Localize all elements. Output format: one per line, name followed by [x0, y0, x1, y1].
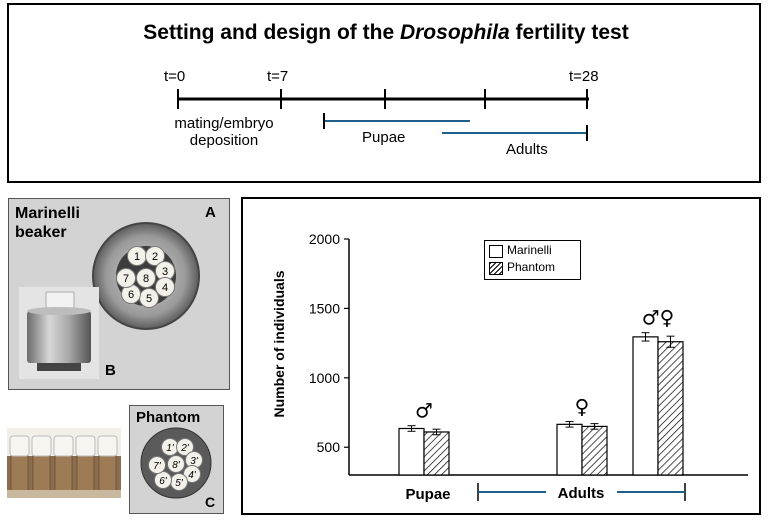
bar-marinelli	[632, 336, 659, 476]
phantom-photo-panel: Phantom 1' 2'3' 4' 5' 6' 7' 8' C	[129, 405, 224, 514]
capsule-number: 7'	[153, 461, 162, 472]
vial-cap	[31, 435, 52, 457]
capsule-number: 2'	[180, 443, 190, 454]
x-label-pupae: Pupae	[405, 486, 450, 503]
vial-cap	[9, 435, 30, 457]
vial	[54, 453, 73, 493]
y-tick-label: 500	[317, 439, 341, 455]
sample-capsule	[136, 268, 156, 288]
sex-symbol: ♂	[415, 399, 433, 423]
panel-letter-a: A	[205, 204, 216, 221]
timeline-panel: Setting and design of the Drosophila fer…	[7, 3, 761, 183]
label-adults: Adults	[506, 141, 548, 158]
bar-phantom	[657, 341, 684, 476]
y-tick-label: 2000	[309, 231, 340, 247]
sample-capsule	[183, 465, 201, 483]
sample-capsule	[116, 268, 136, 288]
legend-label-marinelli: Marinelli	[507, 243, 552, 257]
y-tick-label: 1500	[309, 300, 340, 316]
bar-marinelli	[398, 427, 425, 476]
phantom-title: Phantom	[136, 409, 201, 426]
vials-photo	[7, 428, 121, 498]
bar-phantom	[423, 431, 450, 476]
vial	[98, 453, 117, 493]
timeline-diagram	[177, 89, 589, 141]
capsule-number: 6	[128, 289, 134, 301]
capsule-number: 4'	[188, 470, 197, 481]
phantom-top-view: 1' 2'3' 4' 5' 6' 7' 8'	[140, 427, 212, 499]
y-tick-label: 1000	[309, 370, 340, 386]
capsule-number: 5'	[175, 478, 184, 489]
figure-title: Setting and design of the Drosophila fer…	[143, 21, 629, 44]
legend-swatch-marinelli	[489, 245, 503, 258]
capsule-number: 7	[123, 273, 129, 285]
legend-label-phantom: Phantom	[507, 260, 556, 274]
y-axis-label: Number of individuals	[271, 270, 287, 418]
capsule-number: 1	[134, 251, 140, 263]
bar-phantom	[581, 425, 608, 476]
capsule-number: 8'	[172, 460, 181, 471]
legend-swatch-phantom	[489, 262, 503, 275]
label-t28: t=28	[569, 68, 599, 85]
capsule-number: 2	[152, 251, 158, 263]
vial	[32, 453, 51, 493]
vial	[10, 453, 29, 493]
sample-capsule	[145, 246, 165, 266]
sex-symbol: ♀	[575, 395, 590, 419]
sample-capsule	[155, 277, 175, 297]
vial-cap	[53, 435, 74, 457]
capsule-number: 6'	[159, 476, 168, 487]
capsule-number: 4	[162, 282, 168, 294]
legend: Marinelli Phantom	[484, 240, 581, 280]
vial-cap	[97, 435, 118, 457]
bar-marinelli	[556, 423, 583, 476]
marinelli-side-photo	[19, 287, 99, 379]
vial-cap	[75, 435, 96, 457]
sample-capsule	[176, 438, 194, 456]
label-t7: t=7	[267, 68, 289, 85]
capsule-number: 3'	[190, 456, 199, 467]
capsule-number: 8	[143, 273, 149, 285]
label-pupae: Pupae	[362, 129, 406, 146]
sex-symbol: ♂♀	[642, 306, 675, 330]
capsule-number: 3	[162, 266, 168, 278]
x-label-adults: Adults	[558, 485, 605, 502]
sample-capsule	[148, 456, 166, 474]
panel-letter-c: C	[205, 494, 216, 510]
sample-capsule	[167, 455, 185, 473]
label-t0: t=0	[164, 68, 186, 85]
capsule-number: 1'	[166, 443, 175, 454]
panel-letter-b: B	[105, 362, 116, 379]
vial	[76, 453, 95, 493]
capsule-number: 5	[146, 293, 152, 305]
